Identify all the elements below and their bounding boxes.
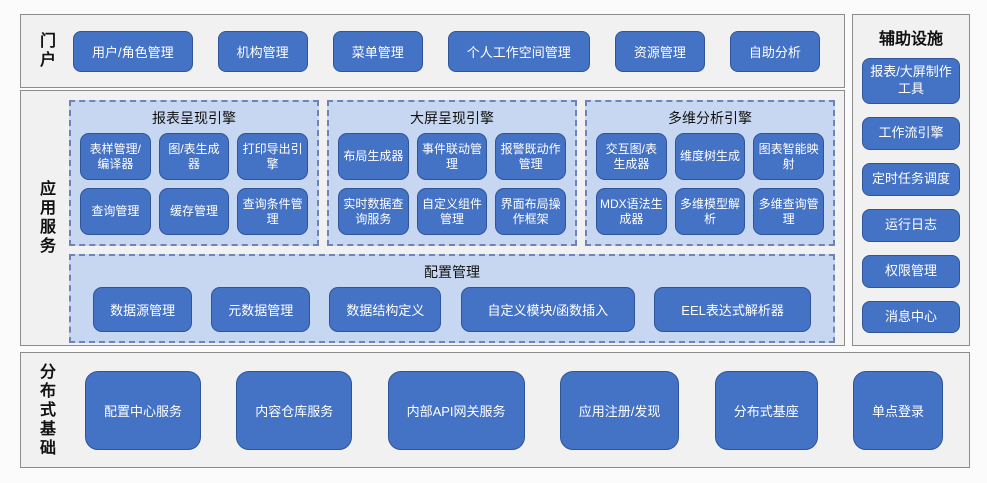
permission-management-node: 权限管理 — [862, 254, 960, 288]
event-linkage-management-node: 事件联动管理 — [416, 133, 488, 180]
engines-row: 报表呈现引擎 表样管理/编译器 图/表生成器 打印导出引擎 查询管理 缓存管理 … — [69, 100, 835, 246]
distributed-row: 配置中心服务 内容仓库服务 内部API网关服务 应用注册/发现 分布式基座 单点… — [69, 353, 969, 467]
report-engine-grid: 表样管理/编译器 图/表生成器 打印导出引擎 查询管理 缓存管理 查询条件管理 — [80, 133, 308, 235]
org-management-node: 机构管理 — [217, 30, 308, 72]
ui-layout-framework-node: 界面布局操作框架 — [495, 188, 566, 235]
datasource-management-node: 数据源管理 — [93, 287, 193, 332]
app-services-label: 应用服务 — [37, 180, 54, 256]
portal-section: 门户 用户/角色管理 机构管理 菜单管理 个人工作空间管理 资源管理 自助分析 — [20, 14, 845, 88]
config-management-box: 配置管理 数据源管理 元数据管理 数据结构定义 自定义模块/函数插入 EEL表达… — [69, 254, 835, 343]
chart-smart-mapping-node: 图表智能映射 — [753, 133, 824, 180]
multidim-model-parse-node: 多维模型解析 — [674, 188, 746, 235]
report-engine-box: 报表呈现引擎 表样管理/编译器 图/表生成器 打印导出引擎 查询管理 缓存管理 … — [69, 100, 319, 246]
distributed-base-node: 分布式基座 — [714, 370, 818, 450]
distributed-label: 分布式基础 — [37, 362, 54, 458]
olap-engine-box: 多维分析引擎 交互图/表生成器 维度树生成 图表智能映射 MDX语法生成器 多维… — [585, 100, 835, 246]
dimension-tree-node: 维度树生成 — [674, 133, 746, 180]
config-center-service-node: 配置中心服务 — [85, 370, 202, 450]
layout-generator-node: 布局生成器 — [338, 133, 409, 180]
user-role-management-node: 用户/角色管理 — [73, 30, 193, 72]
mdx-syntax-generator-node: MDX语法生成器 — [596, 188, 667, 235]
realtime-data-query-node: 实时数据查询服务 — [338, 188, 409, 235]
app-services-section: 应用服务 报表呈现引擎 表样管理/编译器 图/表生成器 打印导出引擎 查询管理 … — [20, 90, 845, 346]
message-center-node: 消息中心 — [862, 300, 960, 334]
custom-module-function-node: 自定义模块/函数插入 — [460, 287, 636, 332]
auxiliary-section: 辅助设施 报表/大屏制作工具 工作流引擎 定时任务调度 运行日志 权限管理 消息… — [852, 14, 970, 346]
bigscreen-engine-title: 大屏呈现引擎 — [410, 110, 494, 126]
olap-engine-title: 多维分析引擎 — [668, 110, 752, 126]
query-condition-management-node: 查询条件管理 — [237, 188, 308, 235]
report-engine-title: 报表呈现引擎 — [152, 110, 236, 126]
scheduled-task-node: 定时任务调度 — [862, 162, 960, 196]
app-services-content: 报表呈现引擎 表样管理/编译器 图/表生成器 打印导出引擎 查询管理 缓存管理 … — [69, 91, 844, 345]
olap-engine-grid: 交互图/表生成器 维度树生成 图表智能映射 MDX语法生成器 多维模型解析 多维… — [596, 133, 824, 235]
self-service-analysis-node: 自助分析 — [729, 30, 820, 72]
portal-label: 门户 — [37, 32, 54, 70]
chart-table-generator-node: 图/表生成器 — [158, 133, 230, 180]
eel-expression-parser-node: EEL表达式解析器 — [654, 287, 811, 332]
portal-row: 用户/角色管理 机构管理 菜单管理 个人工作空间管理 资源管理 自助分析 — [69, 15, 844, 87]
config-management-row: 数据源管理 元数据管理 数据结构定义 自定义模块/函数插入 EEL表达式解析器 — [80, 287, 824, 332]
multidim-query-management-node: 多维查询管理 — [753, 188, 824, 235]
cache-management-node: 缓存管理 — [158, 188, 230, 235]
run-log-node: 运行日志 — [862, 208, 960, 242]
config-management-title: 配置管理 — [424, 264, 480, 280]
table-style-compiler-node: 表样管理/编译器 — [80, 133, 151, 180]
custom-component-management-node: 自定义组件管理 — [416, 188, 488, 235]
app-registry-discovery-node: 应用注册/发现 — [559, 370, 680, 450]
metadata-management-node: 元数据管理 — [211, 287, 311, 332]
content-repo-service-node: 内容仓库服务 — [236, 370, 353, 450]
internal-api-gateway-node: 内部API网关服务 — [387, 370, 525, 450]
resource-management-node: 资源管理 — [614, 30, 705, 72]
menu-management-node: 菜单管理 — [332, 30, 423, 72]
sso-node: 单点登录 — [852, 370, 943, 450]
bigscreen-engine-grid: 布局生成器 事件联动管理 报警既动作管理 实时数据查询服务 自定义组件管理 界面… — [338, 133, 566, 235]
data-structure-definition-node: 数据结构定义 — [329, 287, 442, 332]
auxiliary-title: 辅助设施 — [878, 31, 943, 48]
query-management-node: 查询管理 — [80, 188, 151, 235]
workflow-engine-node: 工作流引擎 — [862, 117, 960, 150]
distributed-section: 分布式基础 配置中心服务 内容仓库服务 内部API网关服务 应用注册/发现 分布… — [20, 352, 970, 468]
personal-workspace-management-node: 个人工作空间管理 — [447, 30, 590, 72]
interactive-chart-generator-node: 交互图/表生成器 — [596, 133, 667, 180]
bigscreen-engine-box: 大屏呈现引擎 布局生成器 事件联动管理 报警既动作管理 实时数据查询服务 自定义… — [327, 100, 577, 246]
print-export-engine-node: 打印导出引擎 — [237, 133, 308, 180]
report-bigscreen-tool-node: 报表/大屏制作工具 — [862, 58, 960, 104]
alarm-action-management-node: 报警既动作管理 — [495, 133, 566, 180]
